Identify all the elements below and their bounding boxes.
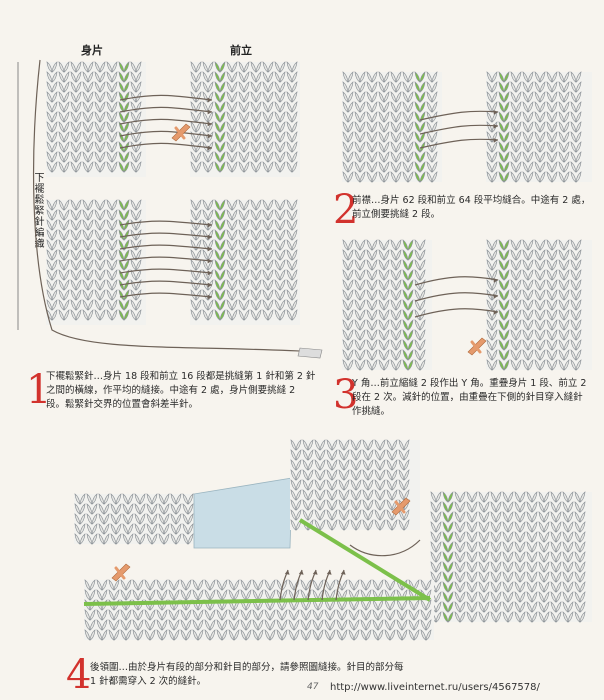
step-1-number: 1 bbox=[26, 367, 52, 413]
stitch-thread bbox=[119, 292, 213, 298]
seam-green-row bbox=[83, 596, 431, 606]
stitch-thread bbox=[119, 268, 213, 274]
arrow-head-icon bbox=[207, 234, 212, 240]
seam-green-diagonal bbox=[298, 518, 432, 602]
stitch-thread bbox=[419, 110, 499, 121]
step4-left-rib bbox=[74, 493, 194, 545]
step2-front-panel bbox=[486, 71, 592, 183]
step-4-number: 4 bbox=[66, 652, 92, 698]
step3-front-panel bbox=[486, 239, 592, 371]
step4-bottom-body-panel bbox=[84, 579, 434, 641]
side-label-ribbing: 下襬鬆緊針編織 bbox=[32, 172, 43, 249]
long-yarn-tail bbox=[32, 59, 321, 353]
stitch-thread bbox=[119, 118, 213, 125]
stitch-thread bbox=[119, 142, 213, 149]
stitch-thread bbox=[119, 130, 213, 137]
sewing-needle-icon bbox=[467, 337, 487, 356]
stitch-thread bbox=[414, 276, 499, 286]
arrow-head-icon bbox=[207, 294, 212, 300]
arrow-head-icon bbox=[326, 570, 332, 575]
stitch-thread bbox=[349, 539, 421, 557]
stitch-thread bbox=[419, 138, 499, 149]
step1-body-panel-top bbox=[46, 61, 146, 177]
step-1-caption: 下襬鬆緊針…身片 18 段和前立 16 段都是挑縫第 1 針和第 2 針之間的橫… bbox=[46, 371, 316, 410]
arrow-head-icon bbox=[493, 277, 498, 283]
step-4-caption: 後領圍…由於身片有段的部分和針目的部分，請參照圖縫接。針目的部分每 1 針都需穿… bbox=[90, 662, 404, 687]
arrow-head-icon bbox=[207, 145, 212, 151]
step3-body-panel bbox=[342, 239, 432, 371]
arrow-head-icon bbox=[284, 570, 290, 575]
arrow-head-icon bbox=[207, 222, 212, 228]
arrow-head-icon bbox=[207, 121, 212, 127]
step4-right-front-panel bbox=[430, 491, 592, 623]
step1-body-panel-bottom bbox=[46, 199, 146, 325]
step-2-caption: 前襟…身片 62 段和前立 64 段平均縫合。中途有 2 處，前立側要挑縫 2 … bbox=[352, 195, 591, 220]
page-number: 47 bbox=[307, 682, 319, 692]
arrow-head-icon bbox=[207, 282, 212, 288]
step1-front-panel-bottom bbox=[190, 199, 300, 325]
arrow-head-icon bbox=[312, 570, 318, 575]
arrow-head-icon bbox=[207, 133, 212, 139]
stitch-thread bbox=[419, 124, 499, 135]
stitch-thread bbox=[119, 244, 213, 250]
step2-body-panel bbox=[342, 71, 442, 183]
step1-front-panel-top bbox=[190, 61, 300, 177]
step4-collar-band-panel bbox=[290, 439, 420, 531]
arrow-head-icon bbox=[493, 293, 498, 299]
arrow-head-icon bbox=[207, 109, 212, 115]
label-front-band: 前立 bbox=[230, 44, 252, 57]
needle-tip-icon bbox=[297, 347, 323, 359]
arrow-head-icon bbox=[493, 123, 498, 129]
stitch-thread bbox=[119, 232, 213, 238]
sewing-needle-icon bbox=[171, 123, 191, 142]
step-2-number: 2 bbox=[333, 187, 359, 233]
watermark-url: http://www.liveinternet.ru/users/4567578… bbox=[330, 682, 540, 693]
arrow-head-icon bbox=[207, 246, 212, 252]
stitch-thread bbox=[119, 280, 213, 286]
stitch-thread bbox=[119, 106, 213, 113]
arrow-head-icon bbox=[493, 137, 498, 143]
arrow-head-icon bbox=[493, 309, 498, 315]
stitch-thread bbox=[119, 94, 213, 101]
sewing-needle-icon bbox=[391, 497, 411, 516]
arrow-head-icon bbox=[207, 97, 212, 103]
stitch-thread bbox=[119, 256, 213, 262]
neck-opening-blue-area bbox=[193, 477, 293, 549]
step-3-caption: Y 角…前立縮縫 2 段作出 Y 角。重疊身片 1 段、前立 2 段在 2 次。… bbox=[352, 378, 587, 417]
stitch-thread bbox=[414, 308, 499, 318]
sewing-needle-icon bbox=[111, 563, 131, 582]
arrow-head-icon bbox=[493, 109, 498, 115]
arrow-head-icon bbox=[340, 570, 346, 575]
step-3-number: 3 bbox=[333, 372, 359, 418]
stitch-thread bbox=[119, 220, 213, 226]
stitch-thread bbox=[414, 292, 499, 302]
arrow-head-icon bbox=[298, 570, 304, 575]
label-body-piece: 身片 bbox=[81, 44, 103, 57]
arrow-head-icon bbox=[207, 258, 212, 264]
arrow-head-icon bbox=[207, 270, 212, 276]
